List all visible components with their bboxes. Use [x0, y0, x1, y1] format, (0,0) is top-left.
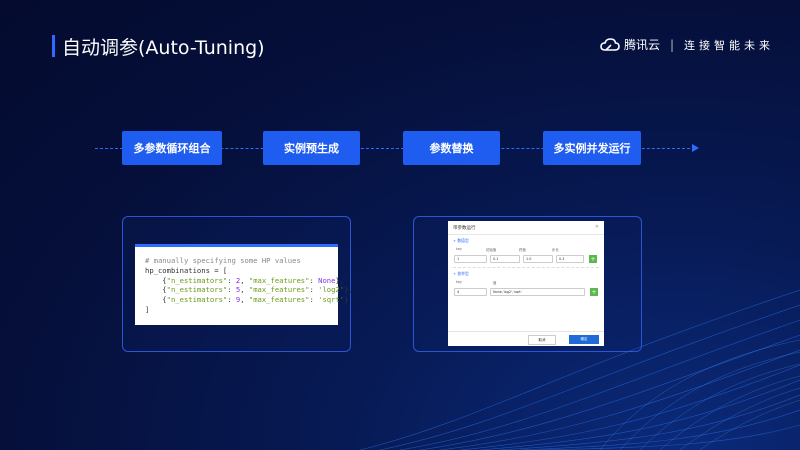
add-row-icon[interactable]: + [589, 255, 597, 263]
header-end: 终值 [519, 248, 526, 252]
section-numeric[interactable]: + 数值型 [453, 238, 469, 243]
step-concurrent-run: 多实例并发运行 [543, 131, 641, 165]
flow-dashed-line [95, 148, 695, 149]
header-key: key [456, 280, 462, 284]
code-value: None [318, 275, 336, 285]
section-enum[interactable]: + 枚举型 [453, 271, 469, 276]
code-key: "max_features" [248, 275, 310, 285]
code-block: # manually specifying some HP values hp_… [145, 256, 353, 314]
step-param-combination: 多参数循环组合 [122, 131, 222, 165]
dialog-title: 带参数运行 [453, 225, 476, 231]
dialog-footer: 取消 确定 [448, 331, 604, 346]
code-value: 'sqrt' [318, 295, 345, 305]
run-with-params-dialog: 带参数运行 ✕ + 数值型 key 初始值 终值 步长 1 0.1 1.0 0.… [448, 221, 604, 346]
numeric-headers: key 初始值 终值 步长 [448, 244, 604, 252]
header-start: 初始值 [486, 248, 497, 252]
code-card: # manually specifying some HP values hp_… [135, 244, 353, 325]
header-value: 值 [493, 281, 497, 285]
code-line: hp_combinations = [ [145, 265, 228, 275]
step-instance-pregen: 实例预生成 [263, 131, 360, 165]
code-value: 2 [235, 275, 241, 285]
code-key: "max_features" [248, 295, 310, 305]
code-key: "n_estimators" [166, 285, 228, 295]
code-line: ] [145, 304, 150, 314]
cancel-button[interactable]: 取消 [528, 335, 556, 345]
header-step: 步长 [552, 248, 559, 252]
key-select[interactable]: 4 [454, 288, 487, 296]
enum-row: 4 None,'log2','sqrt' + [448, 285, 604, 296]
end-input[interactable]: 1.0 [523, 255, 553, 263]
code-value: 5 [235, 285, 241, 295]
ok-button[interactable]: 确定 [569, 335, 599, 344]
value-input[interactable]: None,'log2','sqrt' [490, 288, 585, 296]
step-input[interactable]: 0.3 [556, 255, 584, 263]
code-key: "n_estimators" [166, 275, 228, 285]
code-key: "n_estimators" [166, 295, 228, 305]
header-key: key [456, 247, 462, 251]
cloud-logo-icon [600, 37, 620, 51]
page-title: 自动调参(Auto-Tuning) [62, 37, 265, 59]
flow-arrow-icon [692, 144, 699, 152]
close-icon[interactable]: ✕ [594, 224, 599, 230]
code-value: 9 [235, 295, 241, 305]
brand-slogan: 连接智能未来 [684, 38, 774, 52]
code-key: "max_features" [248, 285, 310, 295]
numeric-row: 1 0.1 1.0 0.3 + [448, 252, 604, 263]
section-divider [453, 267, 599, 268]
step-param-replace: 参数替换 [403, 131, 500, 165]
key-select[interactable]: 1 [454, 255, 487, 263]
title-accent-bar [52, 35, 55, 57]
code-comment: # manually specifying some HP values [145, 256, 301, 265]
start-input[interactable]: 0.1 [490, 255, 520, 263]
brand-separator: | [669, 37, 674, 52]
brand-name: 腾讯云 [623, 38, 660, 52]
dialog-header: 带参数运行 ✕ [448, 221, 604, 235]
brand: 腾讯云 | 连接智能未来 [600, 36, 774, 53]
enum-headers: key 值 [448, 277, 604, 285]
code-value: 'log2' [318, 285, 345, 295]
add-row-icon[interactable]: + [590, 288, 598, 296]
